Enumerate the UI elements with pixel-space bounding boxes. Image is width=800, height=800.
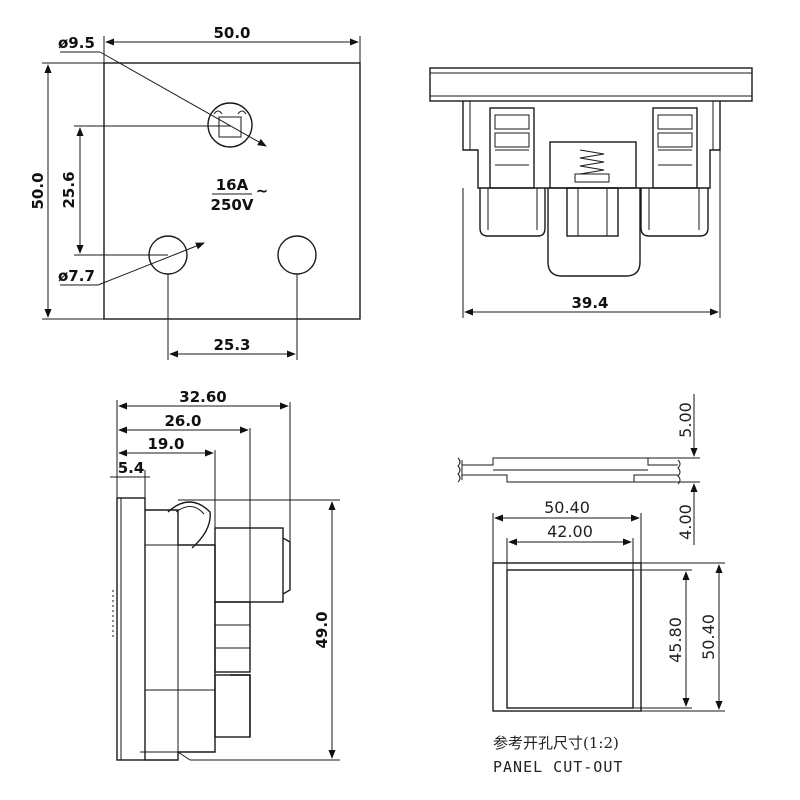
earth-hole-dia-dim: ø9.5: [58, 34, 95, 52]
front-width-dim: 50.0: [213, 24, 250, 42]
earth-clip: [167, 501, 211, 549]
side-overall-dim: 32.60: [179, 388, 226, 406]
rating-current: 16A: [216, 176, 249, 194]
panel-break-right: [677, 459, 681, 485]
rating-voltage: 250V: [211, 196, 254, 214]
pin-hole-dia-dim: ø7.7: [58, 267, 95, 285]
spring-icon: [579, 149, 605, 175]
cutout-outer: [492, 562, 642, 712]
cutout-inner-height-dim: 45.80: [666, 617, 685, 663]
cutout-caption-cn: 参考开孔尺寸(1:2): [493, 734, 619, 752]
front-height-dim: 50.0: [29, 172, 47, 209]
panel-break-left: [457, 457, 463, 483]
side-plate: [116, 497, 146, 761]
cutout-inner: [506, 569, 634, 709]
right-terminal: [652, 107, 698, 189]
pin-vertical-spacing-dim: 25.6: [60, 171, 78, 208]
left-terminal-base: [479, 188, 546, 237]
side-19-dim: 19.0: [147, 435, 184, 453]
back-view: 39.4: [429, 67, 753, 318]
left-terminal: [489, 107, 535, 189]
cutout-outer-height-dim: 50.40: [699, 614, 718, 660]
upper-pin: [214, 527, 284, 603]
side-view: 32.60 26.0 19.0 5.4 49.0: [110, 388, 340, 761]
cutout-caption-en: PANEL CUT-OUT: [493, 758, 623, 776]
side-26-dim: 26.0: [164, 412, 201, 430]
ac-symbol: ~: [256, 182, 269, 200]
front-view: 16A 250V ~ 50.0 50.0 ø9.5 25.6 ø7.7 25.3: [29, 24, 361, 360]
earth-hole-clip: [213, 110, 247, 115]
cutout-inner-width-dim: 42.00: [547, 522, 593, 541]
panel-cutout-view: 5.00 4.00 50.40 42.00 45.80 50.40 参考开孔尺寸…: [457, 394, 725, 776]
earth-hole-inner: [218, 116, 242, 138]
side-plate-dim: 5.4: [118, 459, 145, 477]
right-terminal-base: [640, 188, 709, 237]
neutral-pin-hole: [277, 235, 317, 275]
earth-module: [549, 141, 637, 189]
pin-horizontal-spacing-dim: 25.3: [213, 336, 250, 354]
lower-pin: [214, 674, 251, 738]
cutout-top-dim: 5.00: [676, 402, 695, 438]
side-height-dim: 49.0: [313, 611, 331, 648]
back-width-dim: 39.4: [571, 294, 608, 312]
cutout-outer-width-dim: 50.40: [544, 498, 590, 517]
middle-block: [214, 601, 251, 673]
back-body: [462, 101, 721, 189]
front-plate-outline: [103, 62, 361, 320]
side-body: [145, 509, 216, 761]
cutout-gap-dim: 4.00: [676, 504, 695, 540]
earth-module-base: [547, 188, 641, 277]
earth-hole: [207, 102, 253, 148]
